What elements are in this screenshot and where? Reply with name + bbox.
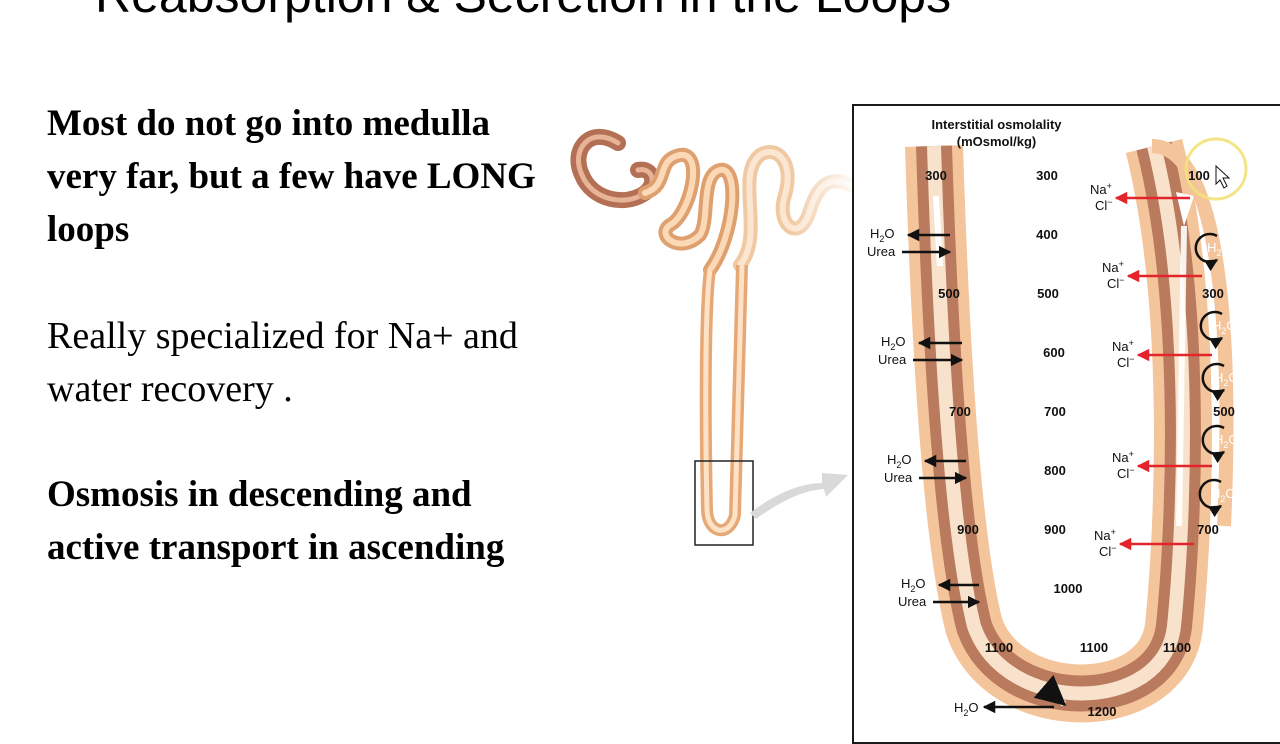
water-cycle-icon — [1199, 310, 1224, 350]
zoom-arrow — [750, 473, 848, 519]
chloride-label: Cl− — [1099, 543, 1117, 559]
interstitial-value: 1100 — [1080, 640, 1108, 655]
diagram-heading: Interstitial osmolality (mOsmol/kg) — [931, 117, 1062, 149]
interstitial-value: 1000 — [1054, 581, 1083, 596]
interstitial-value: 300 — [1036, 168, 1058, 183]
ascending-value: 1100 — [1163, 640, 1191, 655]
water-label: H2O — [1212, 318, 1237, 336]
cursor-highlight — [1184, 137, 1248, 201]
water-label: H2O — [1214, 432, 1239, 450]
water-label: H2O — [1211, 486, 1236, 504]
descending-value: 900 — [957, 522, 979, 537]
chloride-label: Cl− — [1117, 354, 1135, 370]
water-label: H2O — [881, 334, 906, 352]
descending-value: 1100 — [985, 640, 1013, 655]
urea-label: Urea — [898, 594, 927, 609]
water-label: H2O — [954, 700, 979, 718]
chloride-label: Cl− — [1117, 465, 1135, 481]
paragraph-osmosis: Osmosis in descending and active transpo… — [47, 474, 505, 568]
zoom-box — [694, 460, 754, 546]
water-label: H2O — [870, 226, 895, 244]
ascending-value: 700 — [1197, 522, 1219, 537]
interstitial-value: 400 — [1036, 227, 1058, 242]
nephron-illustration — [560, 115, 860, 565]
urea-label: Urea — [867, 244, 896, 259]
interstitial-value: 800 — [1044, 463, 1066, 478]
chloride-label: Cl− — [1095, 197, 1113, 213]
paragraph-long-loops: Most do not go into medulla very far, bu… — [47, 103, 536, 250]
slide-title: Reabsorption & Secretion in the Loops — [95, 0, 951, 24]
sodium-label: Na+ — [1090, 181, 1112, 197]
chloride-label: Cl− — [1107, 275, 1125, 291]
urea-label: Urea — [878, 352, 907, 367]
water-cycle-icon — [1198, 478, 1223, 518]
descending-value: 500 — [938, 286, 960, 301]
water-label: H2O — [1207, 240, 1232, 258]
interstitial-value: 600 — [1043, 345, 1065, 360]
sodium-label: Na+ — [1102, 259, 1124, 275]
descending-value: 300 — [925, 168, 947, 183]
urea-label: Urea — [884, 470, 913, 485]
loop-of-henle-diagram: Interstitial osmolality (mOsmol/kg) 300 4… — [852, 104, 1280, 744]
water-cycle-icon — [1201, 424, 1226, 464]
interstitial-value: 700 — [1044, 404, 1066, 419]
water-cycle-icon — [1201, 362, 1226, 402]
ascending-value: 100 — [1188, 168, 1210, 183]
paragraph-specialized: Really specialized for Na+ and water rec… — [47, 315, 518, 410]
water-label: H2O — [887, 452, 912, 470]
water-cycle-icon — [1194, 232, 1219, 272]
ascending-value: 500 — [1213, 404, 1235, 419]
water-label: H2O — [1214, 370, 1239, 388]
sodium-label: Na+ — [1112, 449, 1134, 465]
descending-value: 700 — [949, 404, 971, 419]
sodium-label: Na+ — [1112, 338, 1134, 354]
interstitial-value: 1200 — [1088, 704, 1117, 719]
water-label: H2O — [901, 576, 926, 594]
interstitial-value: 900 — [1044, 522, 1066, 537]
interstitial-value: 500 — [1037, 286, 1059, 301]
sodium-label: Na+ — [1094, 527, 1116, 543]
cursor-icon — [1215, 164, 1231, 189]
ascending-value: 300 — [1202, 286, 1224, 301]
